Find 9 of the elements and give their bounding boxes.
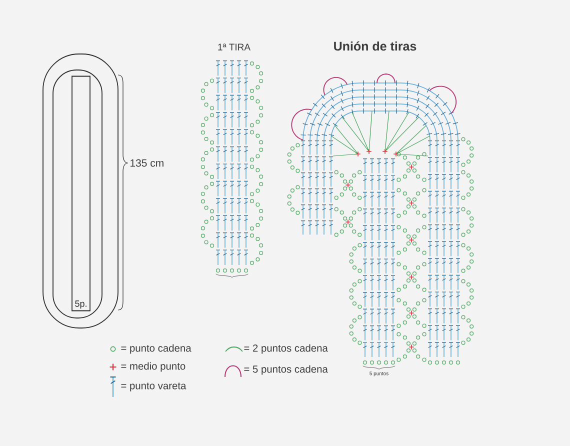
chart-heading: 1ª TIRA <box>218 44 251 50</box>
legend-text: = punto vareta <box>121 382 186 392</box>
legend-text: = medio punto <box>121 362 186 372</box>
chart-heading: Unión de tiras <box>334 41 416 51</box>
rectangle-box: 5p. <box>72 76 90 312</box>
legend-text: = 5 puntos cadena <box>244 365 328 375</box>
legend-text: = 2 puntos cadena <box>244 344 328 354</box>
dimension-label: 135 cm <box>130 159 164 167</box>
legend-text: = punto cadena <box>121 344 192 354</box>
